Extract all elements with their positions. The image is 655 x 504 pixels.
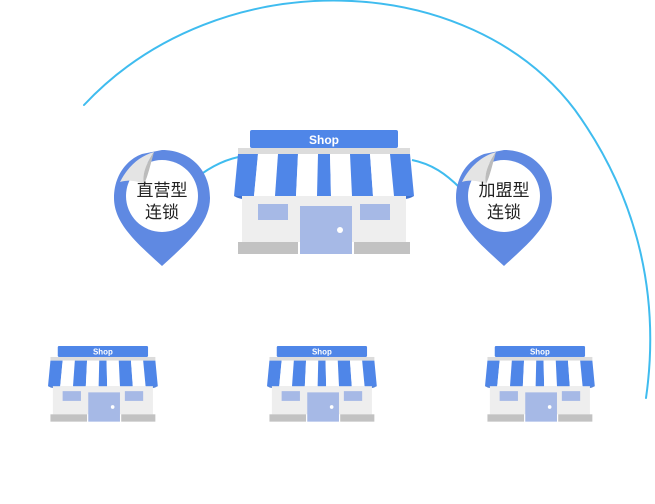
small-shop-3: Shop [485, 346, 595, 422]
pin-right-line2: 连锁 [487, 203, 521, 223]
pin-right-line1: 加盟型 [479, 181, 530, 201]
small-shop-2: Shop [267, 346, 377, 422]
main-shop-sign: Shop [309, 133, 339, 147]
small-shop-1-sign: Shop [93, 348, 113, 357]
network-arc [83, 0, 652, 399]
small-shop-2-sign: Shop [312, 348, 332, 357]
pin-left-line1: 直营型 [137, 181, 188, 201]
small-shop-3-sign: Shop [530, 348, 550, 357]
connector-right [411, 159, 461, 189]
pin-left-line2: 连锁 [145, 203, 179, 223]
pin-direct-chain: 直营型 连锁 [114, 150, 210, 266]
small-shop-1: Shop [48, 346, 158, 422]
pin-franchise-chain: 加盟型 连锁 [456, 150, 552, 266]
main-shop: Shop [234, 130, 414, 254]
